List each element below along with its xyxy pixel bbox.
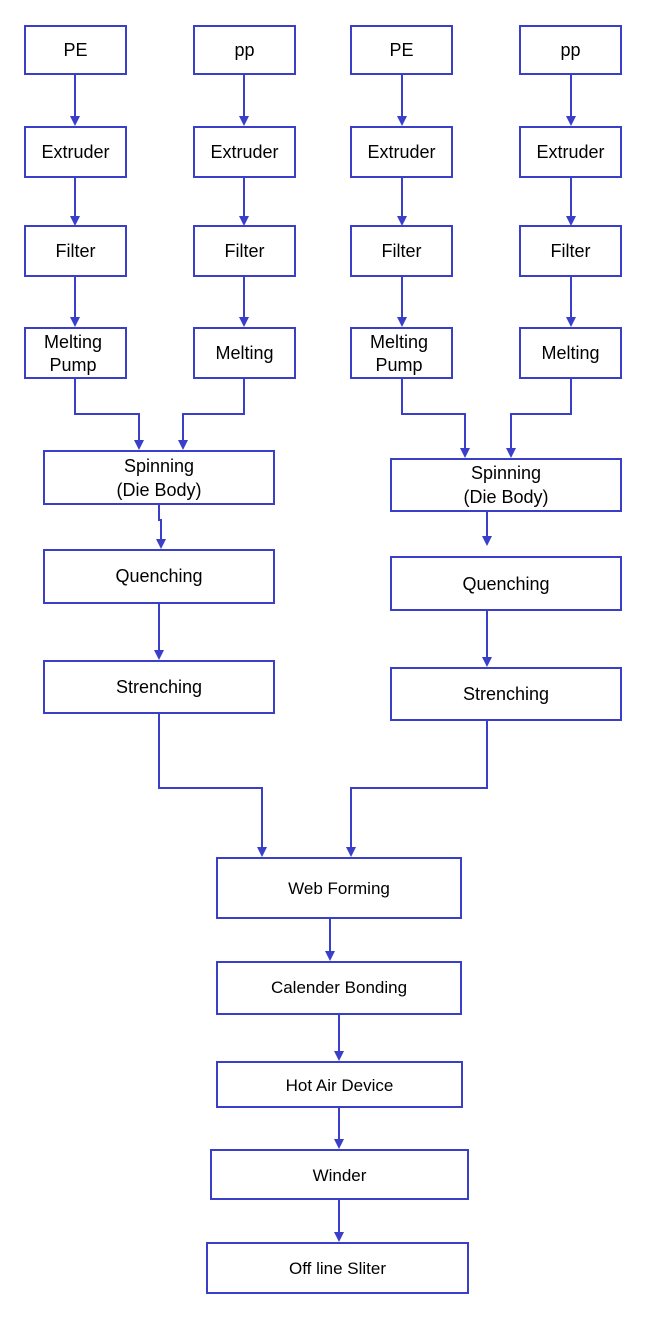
node-melting-2: Melting — [519, 327, 622, 379]
arrow-head — [397, 116, 407, 126]
arrow-head — [482, 536, 492, 546]
arrow-head — [70, 216, 80, 226]
node-web-forming: Web Forming — [216, 857, 462, 919]
node-label-line-1: Melting — [44, 332, 102, 352]
node-label-line-2: Pump — [375, 355, 422, 375]
node-label: Off line Sliter — [289, 1259, 386, 1278]
node-quenching-2: Quenching — [390, 556, 622, 611]
node-label: Filter — [551, 241, 591, 261]
arrow-head — [154, 650, 164, 660]
node-pe-2: PE — [350, 25, 453, 75]
node-filter-4: Filter — [519, 225, 622, 277]
node-pp-2: pp — [519, 25, 622, 75]
arrow-head — [566, 317, 576, 327]
node-label: Extruder — [367, 142, 435, 162]
node-strenching-2: Strenching — [390, 667, 622, 721]
node-label: Filter — [225, 241, 265, 261]
node-filter-1: Filter — [24, 225, 127, 277]
arrow-head — [482, 657, 492, 667]
node-melting-1: Melting — [193, 327, 296, 379]
node-label: Extruder — [536, 142, 604, 162]
node-label: Web Forming — [288, 879, 390, 898]
arrow-strenching2-webforming — [350, 720, 488, 848]
node-label: Melting — [541, 343, 599, 363]
node-extruder-3: Extruder — [350, 126, 453, 178]
arrow-head — [156, 539, 166, 549]
arrow-head — [460, 448, 470, 458]
arrow-meltingpump2-spinning2 — [401, 378, 466, 449]
arrow-head — [239, 216, 249, 226]
node-melting-pump-1: Melting Pump — [24, 327, 127, 379]
node-label: Winder — [313, 1166, 367, 1185]
arrow-head — [506, 448, 516, 458]
node-label: Filter — [382, 241, 422, 261]
node-label-line-1: Spinning — [124, 456, 194, 476]
node-label: pp — [560, 40, 580, 60]
arrow-head — [257, 847, 267, 857]
node-off-line-sliter: Off line Sliter — [206, 1242, 469, 1294]
arrow-head — [325, 951, 335, 961]
node-label-line-2: (Die Body) — [116, 480, 201, 500]
arrow-melting1-spinning1 — [182, 378, 245, 441]
node-extruder-1: Extruder — [24, 126, 127, 178]
node-pp-1: pp — [193, 25, 296, 75]
node-melting-pump-2: Melting Pump — [350, 327, 453, 379]
node-filter-3: Filter — [350, 225, 453, 277]
arrow-head — [566, 216, 576, 226]
arrow-melting2-spinning2 — [510, 378, 572, 449]
arrow-head — [334, 1051, 344, 1061]
node-label-line-2: Pump — [49, 355, 96, 375]
node-label-line-1: Melting — [370, 332, 428, 352]
node-label: Extruder — [210, 142, 278, 162]
node-extruder-2: Extruder — [193, 126, 296, 178]
node-label: Quenching — [462, 574, 549, 594]
node-label: Melting — [215, 343, 273, 363]
arrow-head — [239, 116, 249, 126]
node-label: Quenching — [115, 566, 202, 586]
arrow-head — [334, 1139, 344, 1149]
arrow-head — [397, 216, 407, 226]
node-label: Hot Air Device — [286, 1076, 394, 1095]
node-quenching-1: Quenching — [43, 549, 275, 604]
arrow-head — [239, 317, 249, 327]
node-label-line-1: Spinning — [471, 463, 541, 483]
arrow-spinning1-quenching1 — [158, 504, 162, 540]
node-spinning-2: Spinning (Die Body) — [390, 458, 622, 512]
node-label: Strenching — [463, 684, 549, 704]
node-label: Strenching — [116, 677, 202, 697]
arrow-head — [334, 1232, 344, 1242]
arrow-strenching1-webforming — [158, 713, 263, 848]
arrow-head — [566, 116, 576, 126]
arrow-meltingpump1-spinning1 — [74, 378, 140, 441]
node-label: Calender Bonding — [271, 978, 407, 997]
node-hot-air-device: Hot Air Device — [216, 1061, 463, 1108]
node-extruder-4: Extruder — [519, 126, 622, 178]
node-label: pp — [234, 40, 254, 60]
node-pe-1: PE — [24, 25, 127, 75]
node-label: Filter — [56, 241, 96, 261]
node-label: PE — [63, 40, 87, 60]
arrow-head — [70, 317, 80, 327]
arrow-head — [178, 440, 188, 450]
node-label-line-2: (Die Body) — [463, 487, 548, 507]
connectors — [70, 74, 576, 1242]
node-label: Extruder — [41, 142, 109, 162]
node-label: PE — [389, 40, 413, 60]
arrow-head — [346, 847, 356, 857]
arrow-head — [70, 116, 80, 126]
node-strenching-1: Strenching — [43, 660, 275, 714]
arrow-head — [397, 317, 407, 327]
node-winder: Winder — [210, 1149, 469, 1200]
node-calender-bonding: Calender Bonding — [216, 961, 462, 1015]
arrow-head — [134, 440, 144, 450]
node-spinning-1: Spinning (Die Body) — [43, 450, 275, 505]
node-filter-2: Filter — [193, 225, 296, 277]
